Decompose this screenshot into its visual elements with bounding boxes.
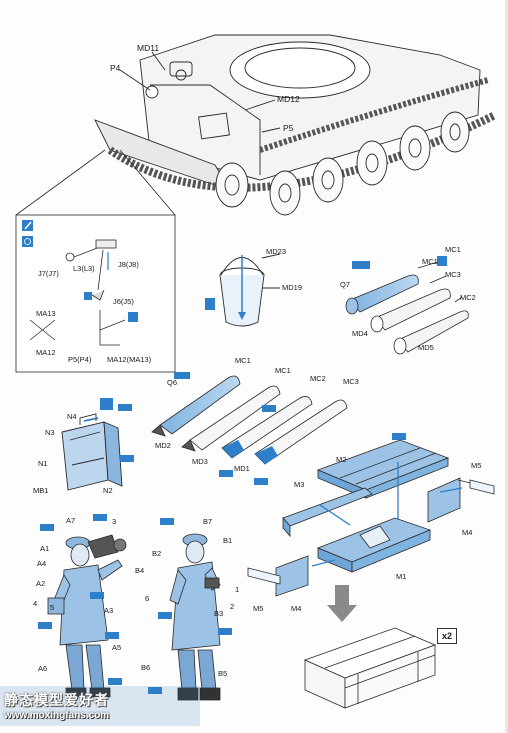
figure-a-illustration: [38, 514, 127, 698]
quantity-x2-badge: x2: [437, 628, 457, 644]
label-a1: A1: [40, 544, 50, 553]
label-p4: P4: [110, 63, 121, 73]
label-6-fig-b: 6: [145, 594, 150, 603]
label-j8: J8(J8): [118, 260, 139, 269]
label-ma13: MA13: [36, 309, 56, 318]
glue-icon: [22, 236, 33, 247]
label-md5: MD5: [418, 343, 434, 352]
label-mb1: MB1: [33, 486, 49, 495]
label-mc1-top: MC1: [445, 245, 461, 254]
ammo-crate-assembly: [247, 433, 495, 709]
label-mc1-mid-b: MC1: [275, 366, 291, 375]
bucket-illustration: [205, 253, 281, 327]
label-ma12ma13: MA12(MA13): [107, 355, 152, 364]
page-edge: [505, 0, 508, 733]
label-p5: P5: [283, 123, 294, 133]
label-p5p4: P5(P4): [68, 355, 92, 364]
label-m5-right: M5: [471, 461, 482, 470]
label-m5-left: M5: [253, 604, 264, 613]
label-a4: A4: [37, 559, 47, 568]
label-ma12: MA12: [36, 348, 56, 357]
label-j6: J6(J5): [113, 297, 134, 306]
label-mc1-top-b: MC1: [422, 257, 438, 266]
ammo-rounds-top: [345, 256, 469, 355]
label-b7: B7: [203, 517, 213, 526]
label-mc3-mid: MC3: [343, 377, 359, 386]
label-b5: B5: [218, 669, 228, 678]
label-3-fig-a: 3: [112, 517, 117, 526]
label-q6: Q6: [167, 378, 178, 387]
label-m3: M3: [294, 480, 305, 489]
label-b1: B1: [223, 536, 233, 545]
label-b6: B6: [141, 663, 151, 672]
label-a5: A5: [112, 643, 122, 652]
label-n4-can: N4: [67, 412, 77, 421]
label-l3: L3(L3): [73, 264, 95, 273]
label-n3-can: N3: [45, 428, 55, 437]
jerrycan-illustration: [61, 398, 134, 491]
label-a3: A3: [104, 606, 114, 615]
label-m4-left: M4: [291, 604, 302, 613]
figure-b-illustration: [148, 518, 232, 701]
label-m4-right: M4: [462, 528, 473, 537]
label-n1-can: N1: [38, 459, 48, 468]
label-mc3-top: MC3: [445, 270, 461, 279]
label-md23: MD23: [266, 247, 287, 256]
label-mc1-mid-a: MC1: [235, 356, 251, 365]
label-md19: MD19: [282, 283, 303, 292]
label-md1: MD1: [234, 464, 250, 473]
label-q7: Q7: [340, 280, 351, 289]
label-md3: MD3: [192, 457, 208, 466]
detail-inset: [15, 149, 176, 373]
label-n2-can: N2: [103, 486, 113, 495]
label-a2: A2: [36, 579, 46, 588]
label-md12: MD12: [277, 94, 300, 104]
label-md2: MD2: [155, 441, 171, 450]
label-m2: M2: [336, 455, 347, 464]
label-1-fig-b: 1: [235, 585, 240, 594]
label-b2: B2: [152, 549, 162, 558]
label-md4: MD4: [352, 329, 368, 338]
label-b4: B4: [135, 566, 145, 575]
label-j7: J7(J7): [38, 269, 59, 278]
watermark-title: 静态模型爱好者: [4, 693, 109, 709]
ammo-rounds-middle: [151, 372, 348, 485]
paint-icon: [205, 298, 215, 310]
label-a6: A6: [38, 664, 48, 673]
label-b3: B3: [214, 609, 224, 618]
label-md11: MD11: [137, 43, 160, 53]
label-2-fig-b: 2: [230, 602, 235, 611]
label-5-fig-a: 5: [50, 603, 55, 612]
label-mc2-top: MC2: [460, 293, 476, 302]
label-m1: M1: [396, 572, 407, 581]
label-4-fig-a: 4: [33, 599, 38, 608]
tank-hull-illustration: [94, 34, 497, 216]
label-mc2-mid: MC2: [310, 374, 326, 383]
watermark-band: [0, 686, 200, 726]
watermark-url: www.moxingfans.com: [4, 710, 110, 721]
label-a7: A7: [66, 516, 76, 525]
